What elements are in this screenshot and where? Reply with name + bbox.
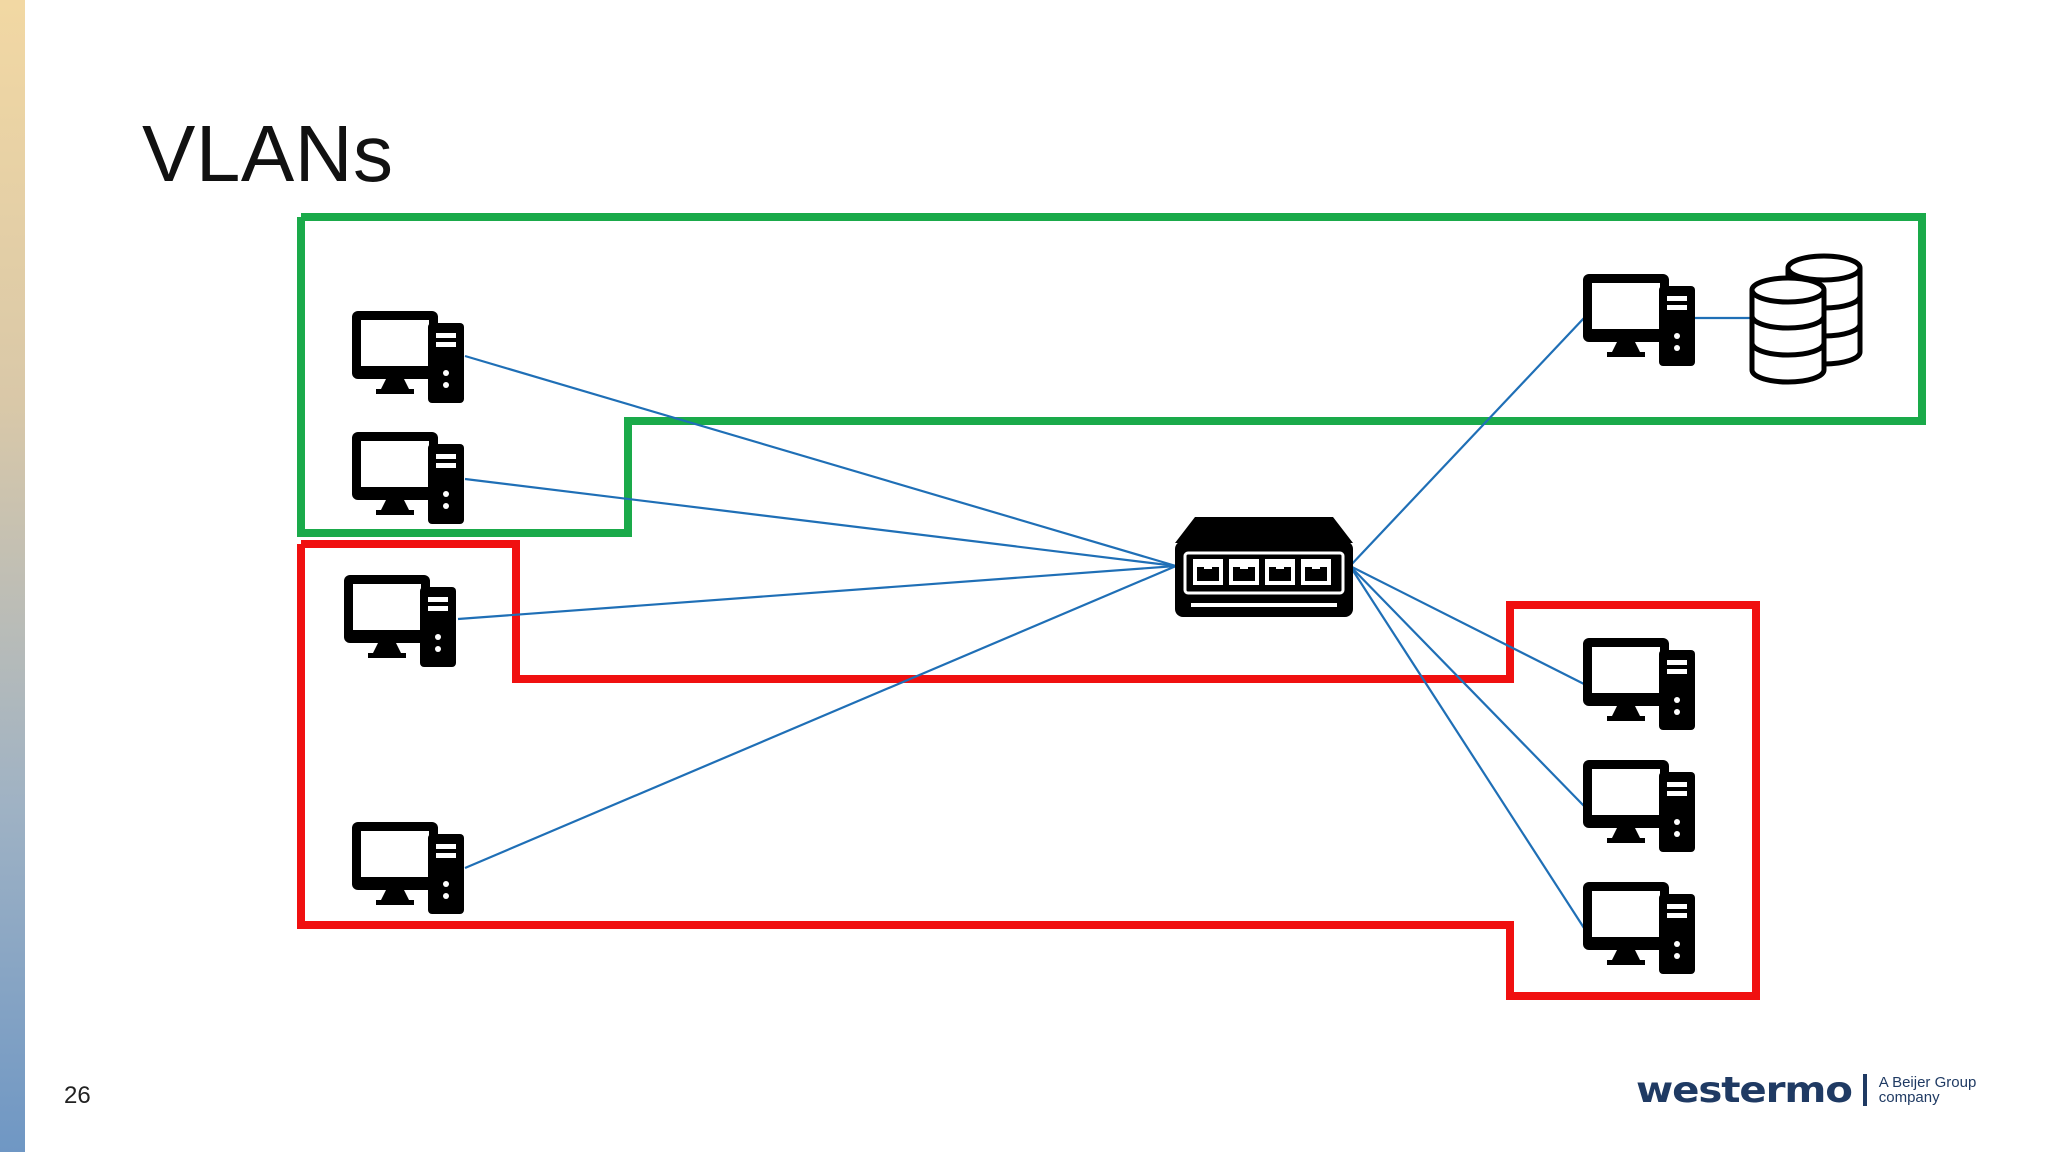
link-switch-server: [1349, 317, 1585, 567]
workstation-icon: [352, 432, 464, 524]
side-accent-bar: [0, 0, 25, 1152]
logo-separator: [1862, 1074, 1867, 1106]
database-icon: [1749, 253, 1863, 385]
workstation-icon: [344, 575, 456, 667]
vlan-red-boundary: [297, 540, 1760, 1000]
workstation-icon: [352, 822, 464, 914]
workstation-icon: [1583, 882, 1695, 974]
workstation-icon: [1583, 274, 1695, 366]
link-switch-pc7: [1349, 565, 1585, 807]
link-switch-pc8: [1349, 565, 1585, 929]
workstation-icon: [352, 311, 464, 403]
page-number: 26: [64, 1082, 91, 1109]
network-switch-icon: [1173, 515, 1355, 619]
logo-wordmark: westermo: [1636, 1069, 1853, 1111]
link-pc4-switch: [464, 564, 1177, 870]
vlan-green-boundary: [297, 213, 1926, 537]
link-pc3-switch: [457, 564, 1177, 621]
link-pc1-switch: [464, 354, 1177, 568]
workstation-icon: [1583, 638, 1695, 730]
slide-title: VLANs: [142, 109, 394, 198]
link-pc2-switch: [464, 477, 1177, 568]
westermo-logo: westermo A Beijer Group company: [1636, 1069, 1989, 1111]
link-switch-pc6: [1349, 565, 1585, 685]
logo-tagline: A Beijer Group company: [1878, 1074, 1977, 1106]
workstation-icon: [1583, 760, 1695, 852]
